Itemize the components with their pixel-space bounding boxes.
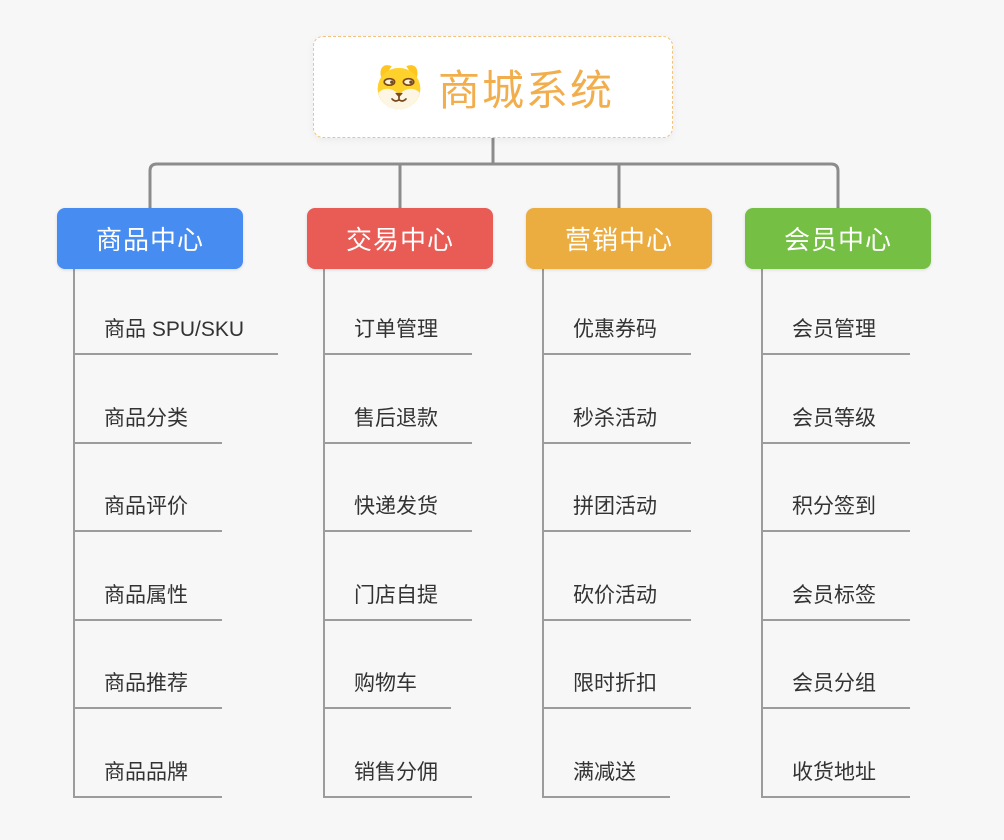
branch-header[interactable]: 会员中心 bbox=[745, 208, 931, 269]
leaf-item[interactable]: 限时折扣 bbox=[543, 665, 691, 710]
leaf-item[interactable]: 商品属性 bbox=[74, 577, 222, 621]
leaf-item[interactable]: 订单管理 bbox=[324, 311, 472, 355]
leaf-item[interactable]: 会员标签 bbox=[762, 577, 910, 621]
leaf-item[interactable]: 门店自提 bbox=[324, 577, 472, 621]
root-title: 商城系统 bbox=[437, 66, 614, 114]
dog-face-icon bbox=[377, 65, 421, 110]
leaf-item[interactable]: 满减送 bbox=[543, 754, 670, 798]
leaf-item[interactable]: 售后退款 bbox=[324, 400, 472, 444]
leaf-item[interactable]: 销售分佣 bbox=[324, 754, 472, 798]
leaf-item[interactable]: 积分签到 bbox=[762, 488, 910, 533]
leaf-item[interactable]: 商品评价 bbox=[74, 488, 222, 533]
leaf-item[interactable]: 会员等级 bbox=[762, 400, 910, 444]
branch-header[interactable]: 营销中心 bbox=[526, 208, 712, 269]
leaf-item[interactable]: 商品 SPU/SKU bbox=[74, 311, 279, 355]
leaf-item[interactable]: 快递发货 bbox=[324, 488, 472, 533]
leaf-item[interactable]: 购物车 bbox=[324, 665, 451, 710]
branch-header[interactable]: 交易中心 bbox=[307, 208, 493, 269]
leaf-item[interactable]: 收货地址 bbox=[762, 754, 910, 798]
branch-header[interactable]: 商品中心 bbox=[57, 208, 243, 269]
leaf-item[interactable]: 拼团活动 bbox=[543, 488, 691, 533]
leaf-item[interactable]: 会员分组 bbox=[762, 665, 910, 710]
leaf-item[interactable]: 会员管理 bbox=[762, 311, 910, 355]
leaf-item[interactable]: 优惠券码 bbox=[543, 311, 691, 355]
leaf-item[interactable]: 商品分类 bbox=[74, 400, 222, 444]
leaf-item[interactable]: 商品推荐 bbox=[74, 665, 222, 710]
leaf-item[interactable]: 砍价活动 bbox=[543, 577, 691, 621]
root-node[interactable]: 商城系统 bbox=[313, 36, 673, 138]
leaf-item[interactable]: 秒杀活动 bbox=[543, 400, 691, 444]
leaf-item[interactable]: 商品品牌 bbox=[74, 754, 222, 798]
